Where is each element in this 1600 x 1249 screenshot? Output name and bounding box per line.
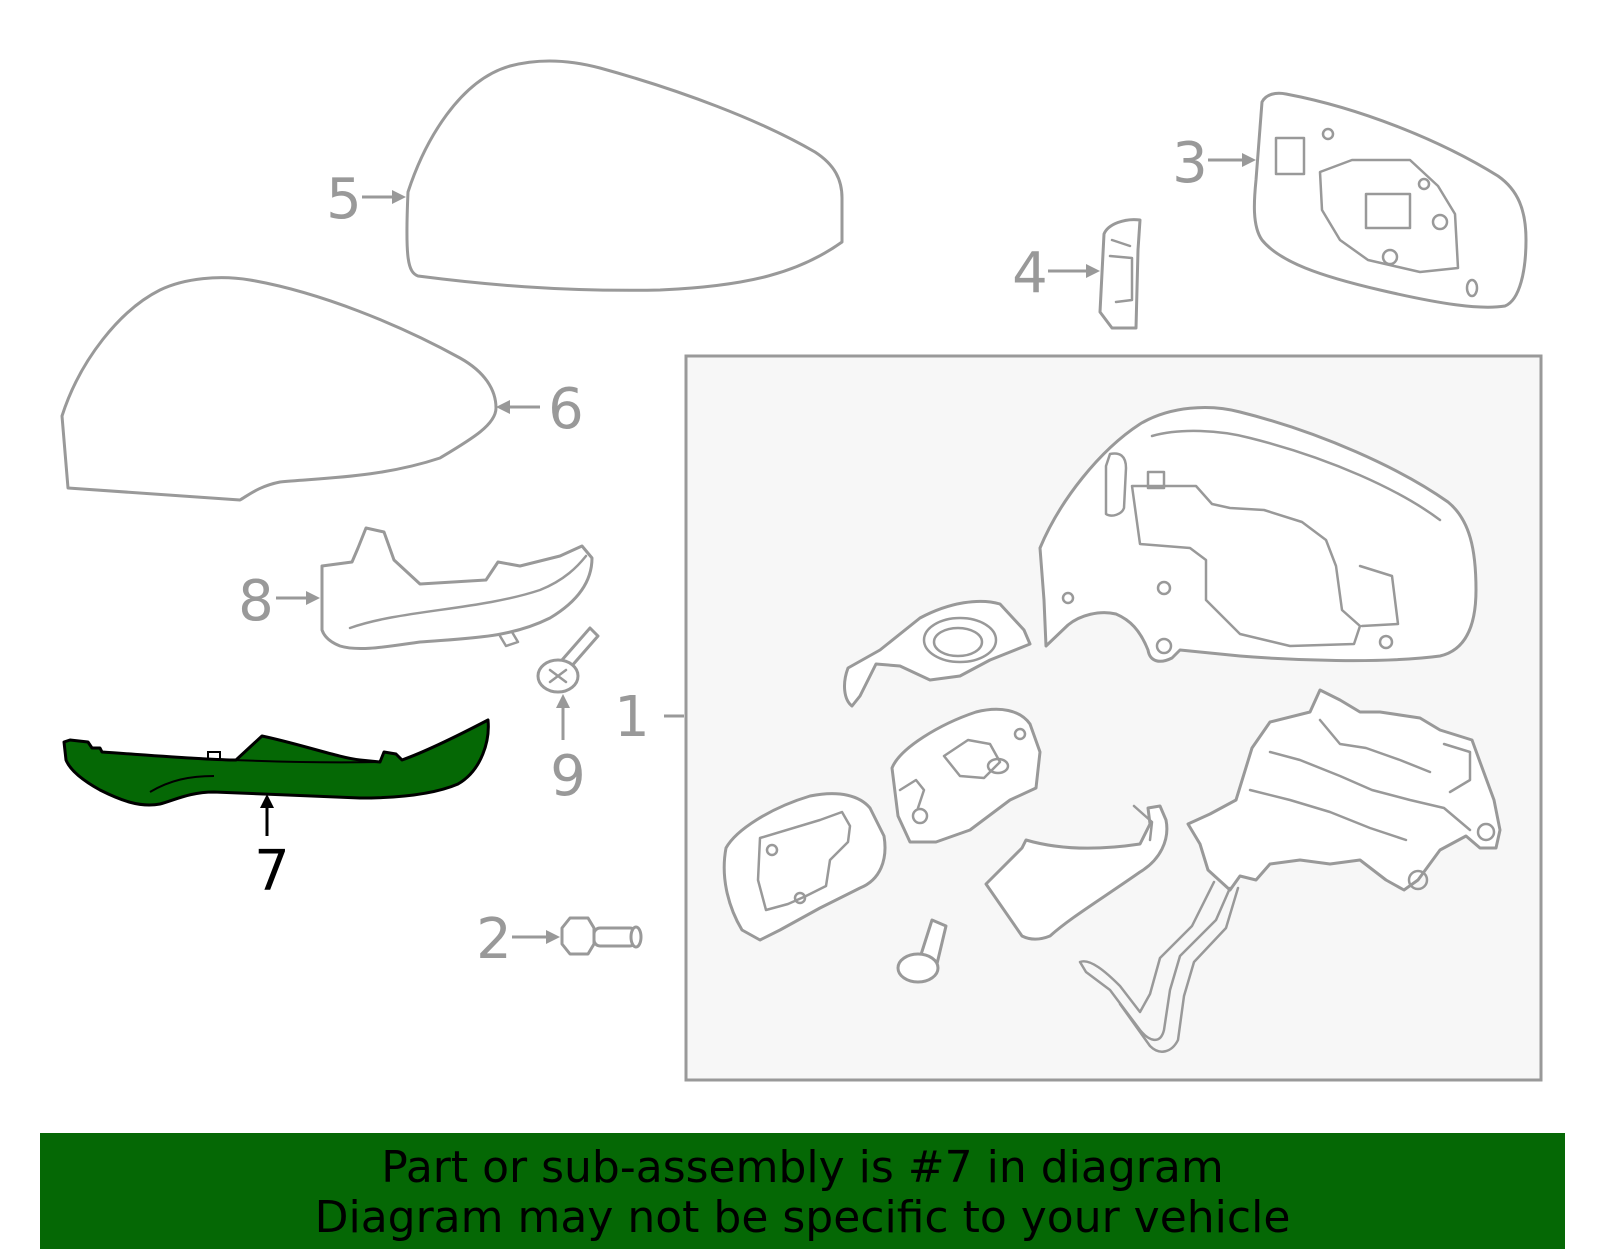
callout-label-3: 3 <box>1172 131 1208 196</box>
part-6-mirror-cover[interactable] <box>60 276 498 502</box>
callout-label-6: 6 <box>548 377 584 442</box>
part-8-turn-signal-lamp[interactable] <box>320 526 594 651</box>
banner-line-1: Part or sub-assembly is #7 in diagram <box>381 1142 1224 1193</box>
banner-line-2: Diagram may not be specific to your vehi… <box>314 1192 1291 1243</box>
part-1-mirror-assembly[interactable] <box>684 354 1543 1082</box>
callout-label-7: 7 <box>254 839 290 904</box>
part-7-lower-cover-highlighted[interactable] <box>62 718 490 807</box>
callout-4[interactable]: 4 <box>1012 241 1100 306</box>
part-3-mirror-glass[interactable] <box>1252 91 1528 309</box>
part-4-clip[interactable] <box>1098 218 1142 330</box>
callout-7[interactable]: 7 <box>254 794 290 904</box>
info-banner: Part or sub-assembly is #7 in diagram Di… <box>40 1133 1565 1249</box>
callout-label-8: 8 <box>238 569 274 634</box>
callout-5[interactable]: 5 <box>326 167 406 232</box>
callout-2[interactable]: 2 <box>476 907 560 972</box>
callout-label-9: 9 <box>550 744 586 809</box>
callout-1[interactable]: 1 <box>614 685 684 750</box>
callout-6[interactable]: 6 <box>496 377 584 442</box>
callout-label-5: 5 <box>326 167 362 232</box>
callout-label-4: 4 <box>1012 241 1048 306</box>
callout-9[interactable]: 9 <box>550 694 586 809</box>
callout-label-2: 2 <box>476 907 512 972</box>
callout-3[interactable]: 3 <box>1172 131 1256 196</box>
callout-label-1: 1 <box>614 685 650 750</box>
part-5-mirror-cover[interactable] <box>405 59 844 292</box>
part-2-bolt[interactable] <box>560 916 643 956</box>
callout-8[interactable]: 8 <box>238 569 320 634</box>
part-9-screw[interactable] <box>536 626 600 694</box>
